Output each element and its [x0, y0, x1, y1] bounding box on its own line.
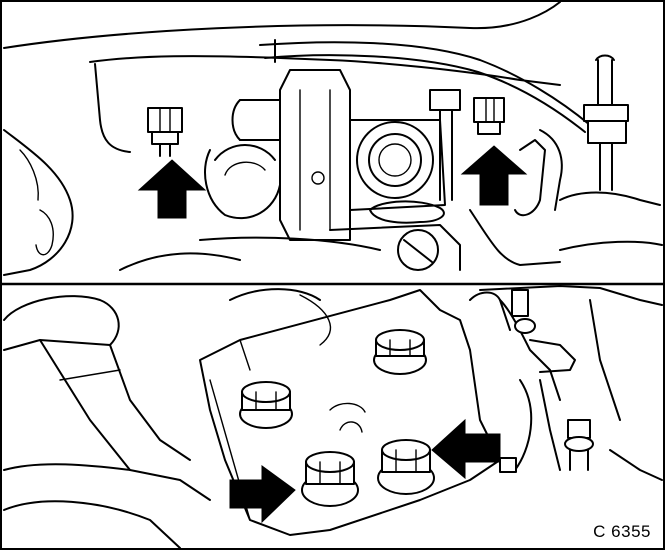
arrow-upper-right	[460, 145, 528, 206]
bolt-lower-arrowed-left	[301, 451, 359, 507]
arrow-lower-right	[431, 418, 501, 480]
bolt-upper-right	[429, 89, 505, 201]
lower-panel	[3, 285, 663, 549]
bolt-lower-right-small	[564, 419, 594, 471]
bolt-lower-left	[239, 381, 293, 429]
bolt-lower-arrowed-right	[377, 439, 435, 495]
arrow-upper-left	[137, 159, 207, 219]
bolt-lower-top	[373, 329, 427, 375]
upper-panel	[3, 1, 663, 276]
bolt-upper-left	[147, 107, 183, 157]
figure-reference-code: C 6355	[593, 522, 651, 541]
arrow-lower-left	[229, 465, 296, 524]
